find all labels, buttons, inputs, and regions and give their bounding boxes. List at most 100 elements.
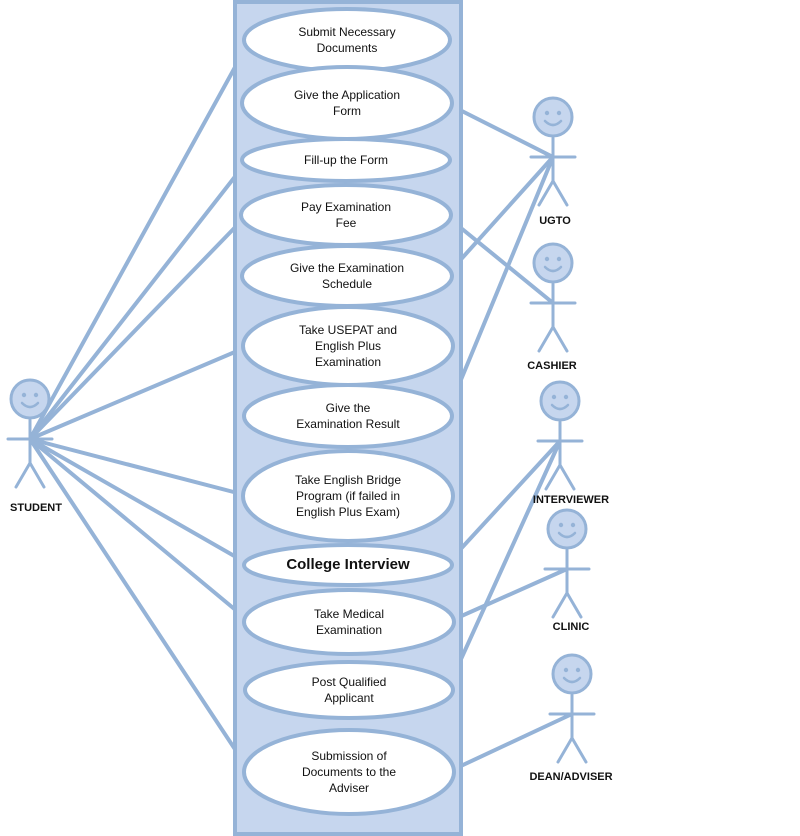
use-case-ellipse <box>242 543 454 587</box>
use-case-label: Form <box>333 104 361 118</box>
association-student-take-usepat <box>28 344 251 441</box>
use-case-ellipse <box>242 7 452 73</box>
use-case-ellipse <box>242 728 456 816</box>
use-case-label: Documents to the <box>302 765 396 779</box>
actor-smile <box>557 531 577 539</box>
actor-left-leg <box>551 591 569 619</box>
use-case-ellipse <box>240 244 454 308</box>
actor-eye <box>33 392 39 398</box>
actor-label: STUDENT <box>10 502 62 514</box>
actor-left-leg <box>14 461 32 489</box>
association-student-submit-documents <box>28 38 252 441</box>
actor-label: INTERVIEWER <box>533 494 609 506</box>
actor-right-leg <box>570 736 588 764</box>
association-student-pay-examination-fee <box>28 213 249 441</box>
use-case-label: Take English Bridge <box>295 473 401 487</box>
association-student-take-english-bridge <box>28 437 251 498</box>
actor-eye <box>544 256 550 262</box>
actor-smile <box>20 401 40 409</box>
use-case-ellipse <box>240 65 454 141</box>
use-case-label: College Interview <box>286 556 410 573</box>
use-case-label: Documents <box>317 41 378 55</box>
actor-eye <box>570 522 576 528</box>
actor-label: UGTO <box>539 215 571 227</box>
actor-head <box>551 653 593 695</box>
use-case-label: Schedule <box>322 277 372 291</box>
use-case-label: English Plus Exam) <box>296 505 400 519</box>
actor-right-leg <box>551 179 569 207</box>
actor-dean: DEAN/ADVISER <box>529 653 613 783</box>
actor-eye <box>575 667 581 673</box>
association-ugto-give-application-form <box>444 101 555 159</box>
use-case-label: Examination <box>316 623 382 637</box>
actor-cashier: CASHIER <box>527 242 577 372</box>
use-case-label: Take Medical <box>314 607 384 621</box>
actor-label: DEAN/ADVISER <box>529 771 612 783</box>
actor-label: CLINIC <box>553 621 590 633</box>
use-case-college-interview: College Interview <box>242 543 454 587</box>
association-ugto-give-examination-result <box>444 155 555 418</box>
use-case-label: Fee <box>336 216 357 230</box>
actor-right-leg <box>551 325 569 353</box>
actor-head <box>9 378 51 420</box>
association-student-take-medical <box>28 437 252 624</box>
association-dean-submission-to-adviser <box>446 712 574 774</box>
use-case-label: Post Qualified <box>312 675 387 689</box>
actor-right-leg <box>28 461 46 489</box>
association-interviewer-college-interview <box>444 439 562 567</box>
use-case-label: Pay Examination <box>301 200 391 214</box>
actor-student: STUDENT <box>6 378 62 514</box>
actor-smile <box>543 119 563 127</box>
actor-head <box>532 242 574 284</box>
actor-left-leg <box>537 179 555 207</box>
use-case-label: Give the Examination <box>290 261 404 275</box>
use-case-fill-up-form: Fill-up the Form <box>240 137 452 183</box>
association-interviewer-post-qualified <box>445 439 562 692</box>
use-case-label: Submission of <box>311 749 387 763</box>
actor-smile <box>543 265 563 273</box>
actor-eye <box>21 392 27 398</box>
use-case-ellipse <box>243 660 455 720</box>
actor-left-leg <box>544 463 562 491</box>
use-case-label: Program (if failed in <box>296 489 400 503</box>
use-case-label: Applicant <box>324 691 374 705</box>
association-ugto-give-examination-schedule <box>444 155 555 278</box>
actor-eye <box>556 110 562 116</box>
actor-left-leg <box>537 325 555 353</box>
association-clinic-take-medical <box>446 567 569 624</box>
actor-right-leg <box>558 463 576 491</box>
actor-smile <box>562 676 582 684</box>
actor-head <box>532 96 574 138</box>
use-case-label: Fill-up the Form <box>304 153 388 167</box>
use-case-ellipse <box>242 383 454 449</box>
use-case-label: Give the <box>326 401 371 415</box>
use-case-label: English Plus <box>315 339 381 353</box>
use-case-ellipse <box>240 137 452 183</box>
use-case-ellipse <box>242 588 456 656</box>
actor-right-leg <box>565 591 583 619</box>
actor-clinic: CLINIC <box>543 508 591 633</box>
use-case-label: Adviser <box>329 781 369 795</box>
use-case-label: Examination <box>315 355 381 369</box>
association-student-submission-to-adviser <box>28 437 252 774</box>
actors: STUDENT UGTO CASHIER INTERVIEWER CLINIC DEAN/… <box>6 96 613 783</box>
actor-eye <box>551 394 557 400</box>
association-student-fill-up-form <box>28 158 250 441</box>
actor-head <box>539 380 581 422</box>
actor-eye <box>558 522 564 528</box>
actor-label: CASHIER <box>527 360 577 372</box>
actor-eye <box>556 256 562 262</box>
use-case-label: Take USEPAT and <box>299 323 397 337</box>
actor-left-leg <box>556 736 574 764</box>
